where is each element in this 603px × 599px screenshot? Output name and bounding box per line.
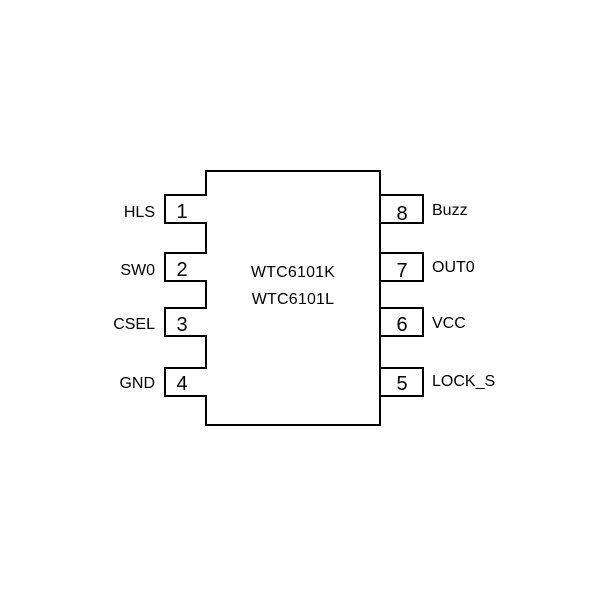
pin-8-lead xyxy=(381,194,424,224)
pin-5-number: 5 xyxy=(396,373,408,395)
pin-3-number: 3 xyxy=(176,314,188,336)
pin-1-number: 1 xyxy=(176,201,188,223)
pin-8-name: Buzz xyxy=(432,202,468,219)
pin-4-number: 4 xyxy=(176,373,188,395)
part-number-label: WTC6101K xyxy=(250,264,336,281)
pin-5-name: LOCK_S xyxy=(432,373,496,390)
pin-7-number: 7 xyxy=(396,260,408,282)
pin-2-name: SW0 xyxy=(120,262,155,279)
pin-6-name: VCC xyxy=(432,315,466,332)
pin-2-lead xyxy=(164,252,207,282)
part-number-label: WTC6101L xyxy=(251,291,335,308)
pin-3-lead xyxy=(164,307,207,337)
pin-4-name: GND xyxy=(119,375,155,392)
pin-4-lead xyxy=(164,367,207,397)
pin-6-lead xyxy=(381,307,424,337)
pin-3-name: CSEL xyxy=(113,316,155,333)
pin-8-number: 8 xyxy=(396,203,408,225)
chip-body xyxy=(205,170,381,426)
pin-1-lead xyxy=(164,194,207,224)
pin-7-lead xyxy=(381,252,424,282)
pin-2-number: 2 xyxy=(176,259,188,281)
pin-1-name: HLS xyxy=(123,204,155,221)
pin-6-number: 6 xyxy=(396,314,408,336)
pin-5-lead xyxy=(381,367,424,397)
pin-7-name: OUT0 xyxy=(432,259,475,276)
